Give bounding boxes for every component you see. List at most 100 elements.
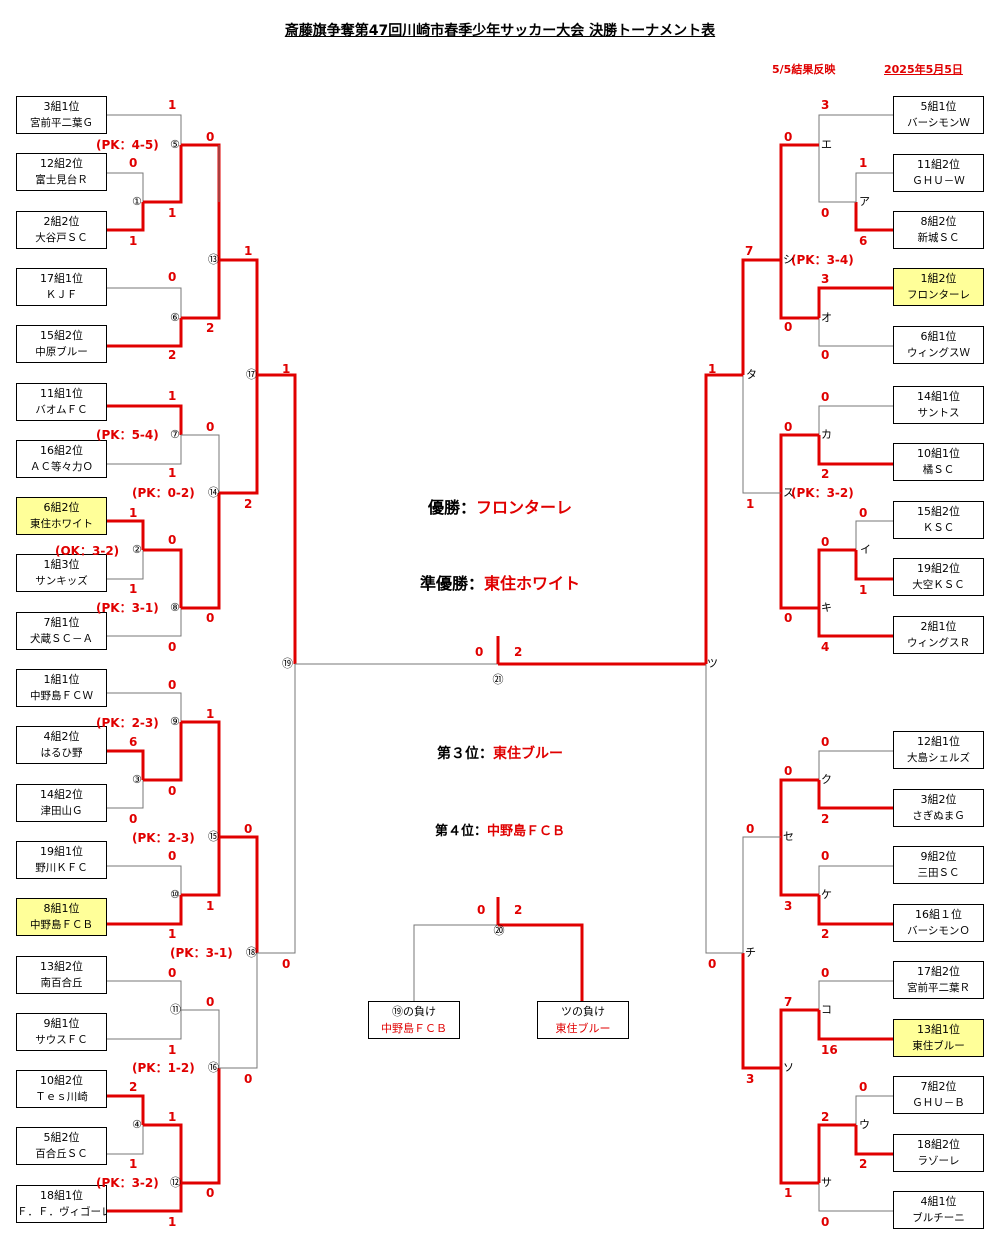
match-label-m11: ⑨ <box>170 715 180 728</box>
match-label-n5: タ <box>746 368 757 381</box>
bracket-line-58 <box>817 548 856 608</box>
bracket-line-71 <box>817 1010 893 1041</box>
champion-label: 優勝： <box>427 498 476 517</box>
bracket-line-57 <box>854 550 893 581</box>
team-name: Ｔｅｓ川崎 <box>35 1091 88 1104</box>
team-group: 7組2位 <box>920 1080 957 1093</box>
match-label-n11: ク <box>821 773 832 786</box>
score-s1: 1 <box>168 98 177 112</box>
bracket-line-6 <box>107 287 182 318</box>
team-group: 18組2位 <box>917 1138 960 1151</box>
score-r22: 2 <box>821 812 830 826</box>
score-s12: 1 <box>168 466 177 480</box>
pk-score-p9: (PK：1-2) <box>132 1061 195 1075</box>
score-s5: 0 <box>206 130 215 144</box>
team-group: 1組1位 <box>43 673 80 686</box>
right-team-13: 9組2位三田ＳＣ <box>893 846 984 884</box>
team-group: 13組1位 <box>917 1023 960 1036</box>
score-s29: 0 <box>282 957 291 971</box>
score-s9: 1 <box>244 244 253 258</box>
team-name: ＧＨＵ－Ｂ <box>912 1097 965 1109</box>
update-note: 5/5結果反映 <box>772 63 836 76</box>
bracket-line-2 <box>107 172 144 202</box>
match-label-m19: ⑫ <box>170 1176 181 1189</box>
score-s13: 0 <box>206 420 215 434</box>
bracket-line-75 <box>817 1123 856 1183</box>
score-s25: 0 <box>244 822 253 836</box>
match-label-m12: ③ <box>132 773 142 786</box>
match-label-n3: シ <box>783 253 794 266</box>
pk-score-p8: (PK：3-1) <box>170 946 233 960</box>
team-group: 7組1位 <box>43 615 80 629</box>
score-r32: 0 <box>859 1080 868 1094</box>
team-name: ＧＨＵ－Ｗ <box>912 175 965 187</box>
pk-score-p12: (PK：3-2) <box>791 486 854 500</box>
team-group: 10組1位 <box>917 447 960 460</box>
match-label-n18: サ <box>821 1176 832 1189</box>
team-group: 9組1位 <box>43 1016 80 1030</box>
score-r4: 0 <box>821 206 830 220</box>
bracket-line-21 <box>257 373 297 664</box>
bracket-line-33 <box>181 1009 220 1068</box>
final-left-score: 0 <box>475 645 484 659</box>
pk-score-p5: (PK：3-1) <box>96 601 159 615</box>
left-team-10: 7組1位犬蔵ＳＣ－Ａ <box>16 611 107 650</box>
bracket-line-13 <box>107 435 182 465</box>
right-team-14: 16組１位バーシモンＯ <box>893 904 984 942</box>
match-label-n13: ケ <box>821 888 832 901</box>
pk-score-p3: (PK：0-2) <box>132 486 195 500</box>
bracket-line-55 <box>779 433 819 493</box>
team-name: 中原ブルー <box>35 346 88 359</box>
bracket-line-66 <box>818 865 893 895</box>
bracket-line-49 <box>817 286 893 318</box>
match-label-n14: チ <box>745 946 756 959</box>
right-team-10: 2組1位ウィングスＲ <box>893 616 984 654</box>
right-team-19: 4組1位ブルチーニ <box>893 1191 984 1229</box>
bracket-line-47 <box>818 145 856 203</box>
left-team-13: 14組2位津田山Ｇ <box>16 783 107 822</box>
match-label-n10: ツ <box>707 657 718 670</box>
score-r36: 0 <box>821 1215 830 1229</box>
score-s36: 0 <box>244 1072 253 1086</box>
bracket-line-79 <box>705 664 743 954</box>
team-group: 15組2位 <box>40 329 83 343</box>
team-name: バオムＦＣ <box>35 403 88 416</box>
bracket-line-34 <box>107 1094 145 1125</box>
score-s26: 0 <box>168 849 177 863</box>
score-r9: 0 <box>821 348 830 362</box>
left-team-5: 15組2位中原ブルー <box>16 325 107 364</box>
match-label-m13: ⑮ <box>208 830 219 843</box>
score-r12: 0 <box>784 420 793 434</box>
left-team-6: 11組1位バオムＦＣ <box>16 382 107 421</box>
match-label-n2: ア <box>859 195 870 208</box>
score-r26: 2 <box>821 927 830 941</box>
bracket-line-7 <box>107 318 183 348</box>
team-name: 東住ホワイト <box>30 518 93 531</box>
bracket-line-74 <box>854 1125 893 1156</box>
score-s23: 1 <box>206 707 215 721</box>
match-label-n9: キ <box>821 601 832 614</box>
bracket-line-70 <box>818 980 893 1010</box>
team-group: 11組1位 <box>40 386 83 400</box>
match-label-n4: オ <box>821 311 832 324</box>
team-name: 津田山Ｇ <box>40 804 83 817</box>
score-s21: 6 <box>129 735 138 749</box>
match-label-m9: ⑧ <box>170 601 180 614</box>
bracket-line-14 <box>181 434 220 493</box>
team-group: 6組1位 <box>920 330 957 343</box>
score-s17: 0 <box>168 640 177 654</box>
bracket-line-1 <box>107 114 182 145</box>
team-name: サンキッズ <box>35 575 88 588</box>
bracket-line-65 <box>779 778 819 837</box>
team-group: 4組2位 <box>43 730 80 744</box>
bracket-line-39 <box>219 953 258 1069</box>
match-label-m16: ⑪ <box>170 1003 181 1016</box>
score-s22: 0 <box>168 784 177 798</box>
score-s3: 1 <box>168 206 177 220</box>
match-label-n16: ソ <box>783 1061 794 1074</box>
team-name: 中野島ＦＣＷ <box>30 690 93 702</box>
score-r23: 0 <box>746 822 755 836</box>
